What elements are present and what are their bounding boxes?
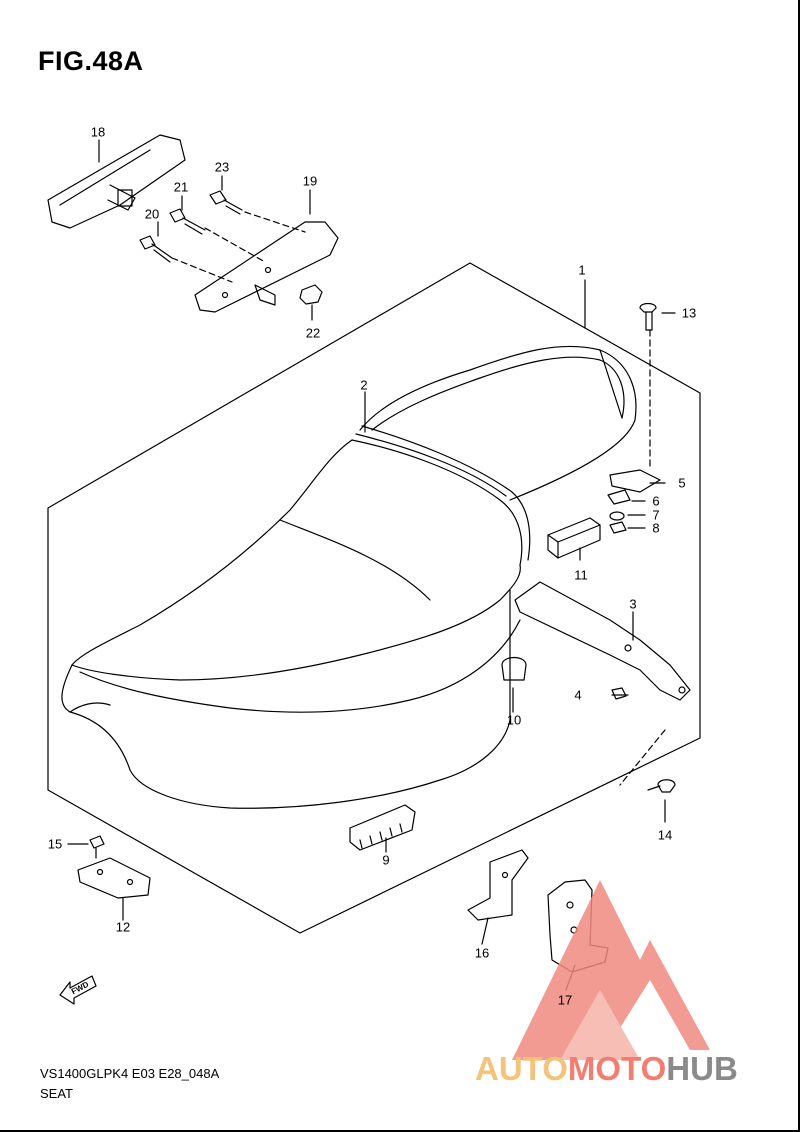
ref-16: 16 [474, 945, 490, 961]
ref-7: 7 [652, 507, 660, 523]
part-10-cushion [501, 656, 527, 681]
part-16-bracket [467, 849, 529, 921]
ref-19: 19 [302, 173, 318, 189]
ref-18: 18 [90, 124, 106, 140]
part-12-plate [77, 857, 151, 899]
ref-1: 1 [578, 262, 586, 278]
part-14-screw [647, 779, 676, 793]
ref-2: 2 [360, 377, 368, 393]
part-18-bracket [47, 134, 186, 229]
part-15-bolt [89, 835, 105, 859]
figure-code: VS1400GLPK4 E03 E28_048A [40, 1066, 220, 1081]
part-9-strip [349, 804, 416, 851]
part-11-damper [547, 517, 601, 559]
upper-fasteners [607, 302, 661, 534]
ref-20: 20 [144, 206, 160, 222]
ref-14: 14 [657, 827, 673, 843]
ref-22: 22 [305, 325, 321, 341]
watermark-part-moto: MOTO [567, 1050, 667, 1087]
ref-3: 3 [629, 596, 637, 612]
figure-caption: SEAT [40, 1086, 73, 1101]
ref-6: 6 [652, 493, 660, 509]
assembly-outline [47, 262, 701, 934]
ref-4: 4 [574, 687, 582, 703]
ref-15: 15 [47, 836, 63, 852]
fwd-arrow [59, 975, 97, 1005]
watermark-logo [512, 880, 710, 1060]
part-3-bracket [514, 581, 691, 701]
seat-drawing [61, 345, 637, 809]
ref-23: 23 [214, 159, 230, 175]
ref-8: 8 [652, 520, 660, 536]
ref-5: 5 [678, 475, 686, 491]
watermark-part-hub: HUB [666, 1050, 738, 1087]
figure-title: FIG.48A [38, 46, 144, 76]
part-19-bar [194, 221, 339, 313]
part-22-nut [299, 284, 323, 305]
ref-10: 10 [506, 712, 522, 728]
watermark-part-auto: AUTO [475, 1050, 568, 1087]
ref-21: 21 [173, 179, 189, 195]
ref-11: 11 [574, 567, 588, 583]
ref-12: 12 [115, 919, 131, 935]
ref-13: 13 [681, 305, 697, 321]
ref-9: 9 [382, 852, 390, 868]
ref-17: 17 [557, 992, 573, 1008]
dashed-guides [171, 211, 666, 786]
watermark-text: AUTOMOTOHUB [475, 1050, 738, 1088]
bolts [139, 190, 243, 263]
leader-lines [67, 139, 676, 991]
part-4-nut [611, 687, 627, 700]
